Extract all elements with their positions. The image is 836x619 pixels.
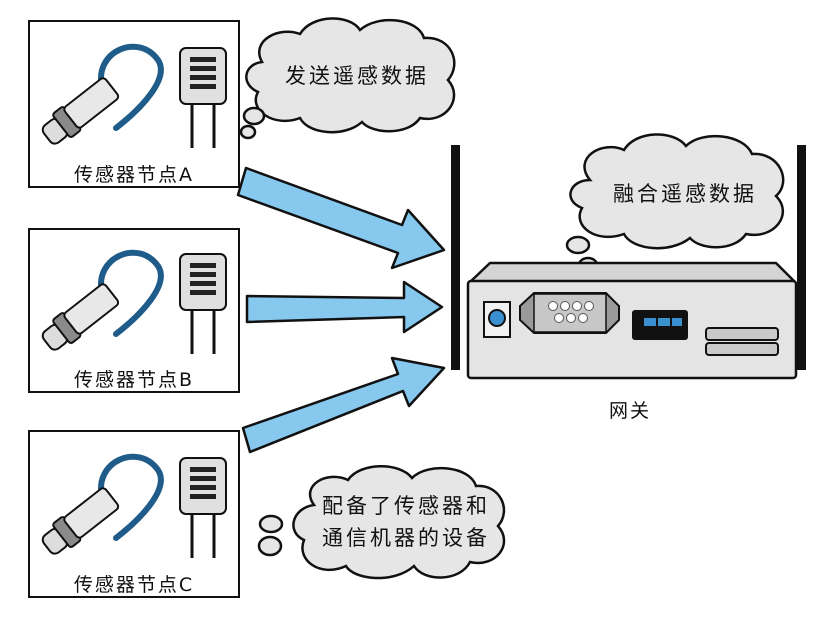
- sensor-node-illustration: [41, 43, 227, 148]
- gateway-device: [451, 145, 806, 380]
- vent-slot-bottom: [705, 342, 779, 356]
- bubble-device-text: 配备了传感器和 通信机器的设备: [318, 490, 494, 554]
- bubble-send-text: 发送遥感数据: [285, 64, 429, 88]
- thought-bubble-send: [239, 17, 456, 140]
- bubble-device-line2: 通信机器的设备: [322, 526, 490, 550]
- arrow-a-to-gateway: [236, 166, 446, 270]
- thought-bubble-device: [257, 465, 506, 580]
- sensor-node-illustration: [41, 453, 227, 558]
- sensor-node-illustration: [41, 249, 227, 354]
- bubble-fuse-text: 融合遥感数据: [613, 182, 757, 206]
- vent-slot-top: [705, 327, 779, 341]
- antenna-left: [451, 145, 460, 370]
- sensor-node-c: 传感器节点C: [28, 430, 240, 598]
- serial-port-icon: [519, 292, 620, 334]
- usb-port-icon: [632, 310, 688, 340]
- arrow-c-to-gateway: [241, 356, 446, 454]
- antenna-right: [797, 145, 806, 370]
- sensor-node-label: 传感器节点A: [74, 164, 194, 186]
- bubble-device-line1: 配备了传感器和: [322, 494, 490, 518]
- gateway-label: 网关: [608, 400, 651, 422]
- sensor-node-label: 传感器节点C: [73, 574, 195, 596]
- arrow-b-to-gateway: [245, 280, 444, 334]
- sensor-node-a: 传感器节点A: [28, 20, 240, 188]
- sensor-node-label: 传感器节点B: [73, 369, 195, 391]
- sensor-node-b: 传感器节点B: [28, 228, 240, 393]
